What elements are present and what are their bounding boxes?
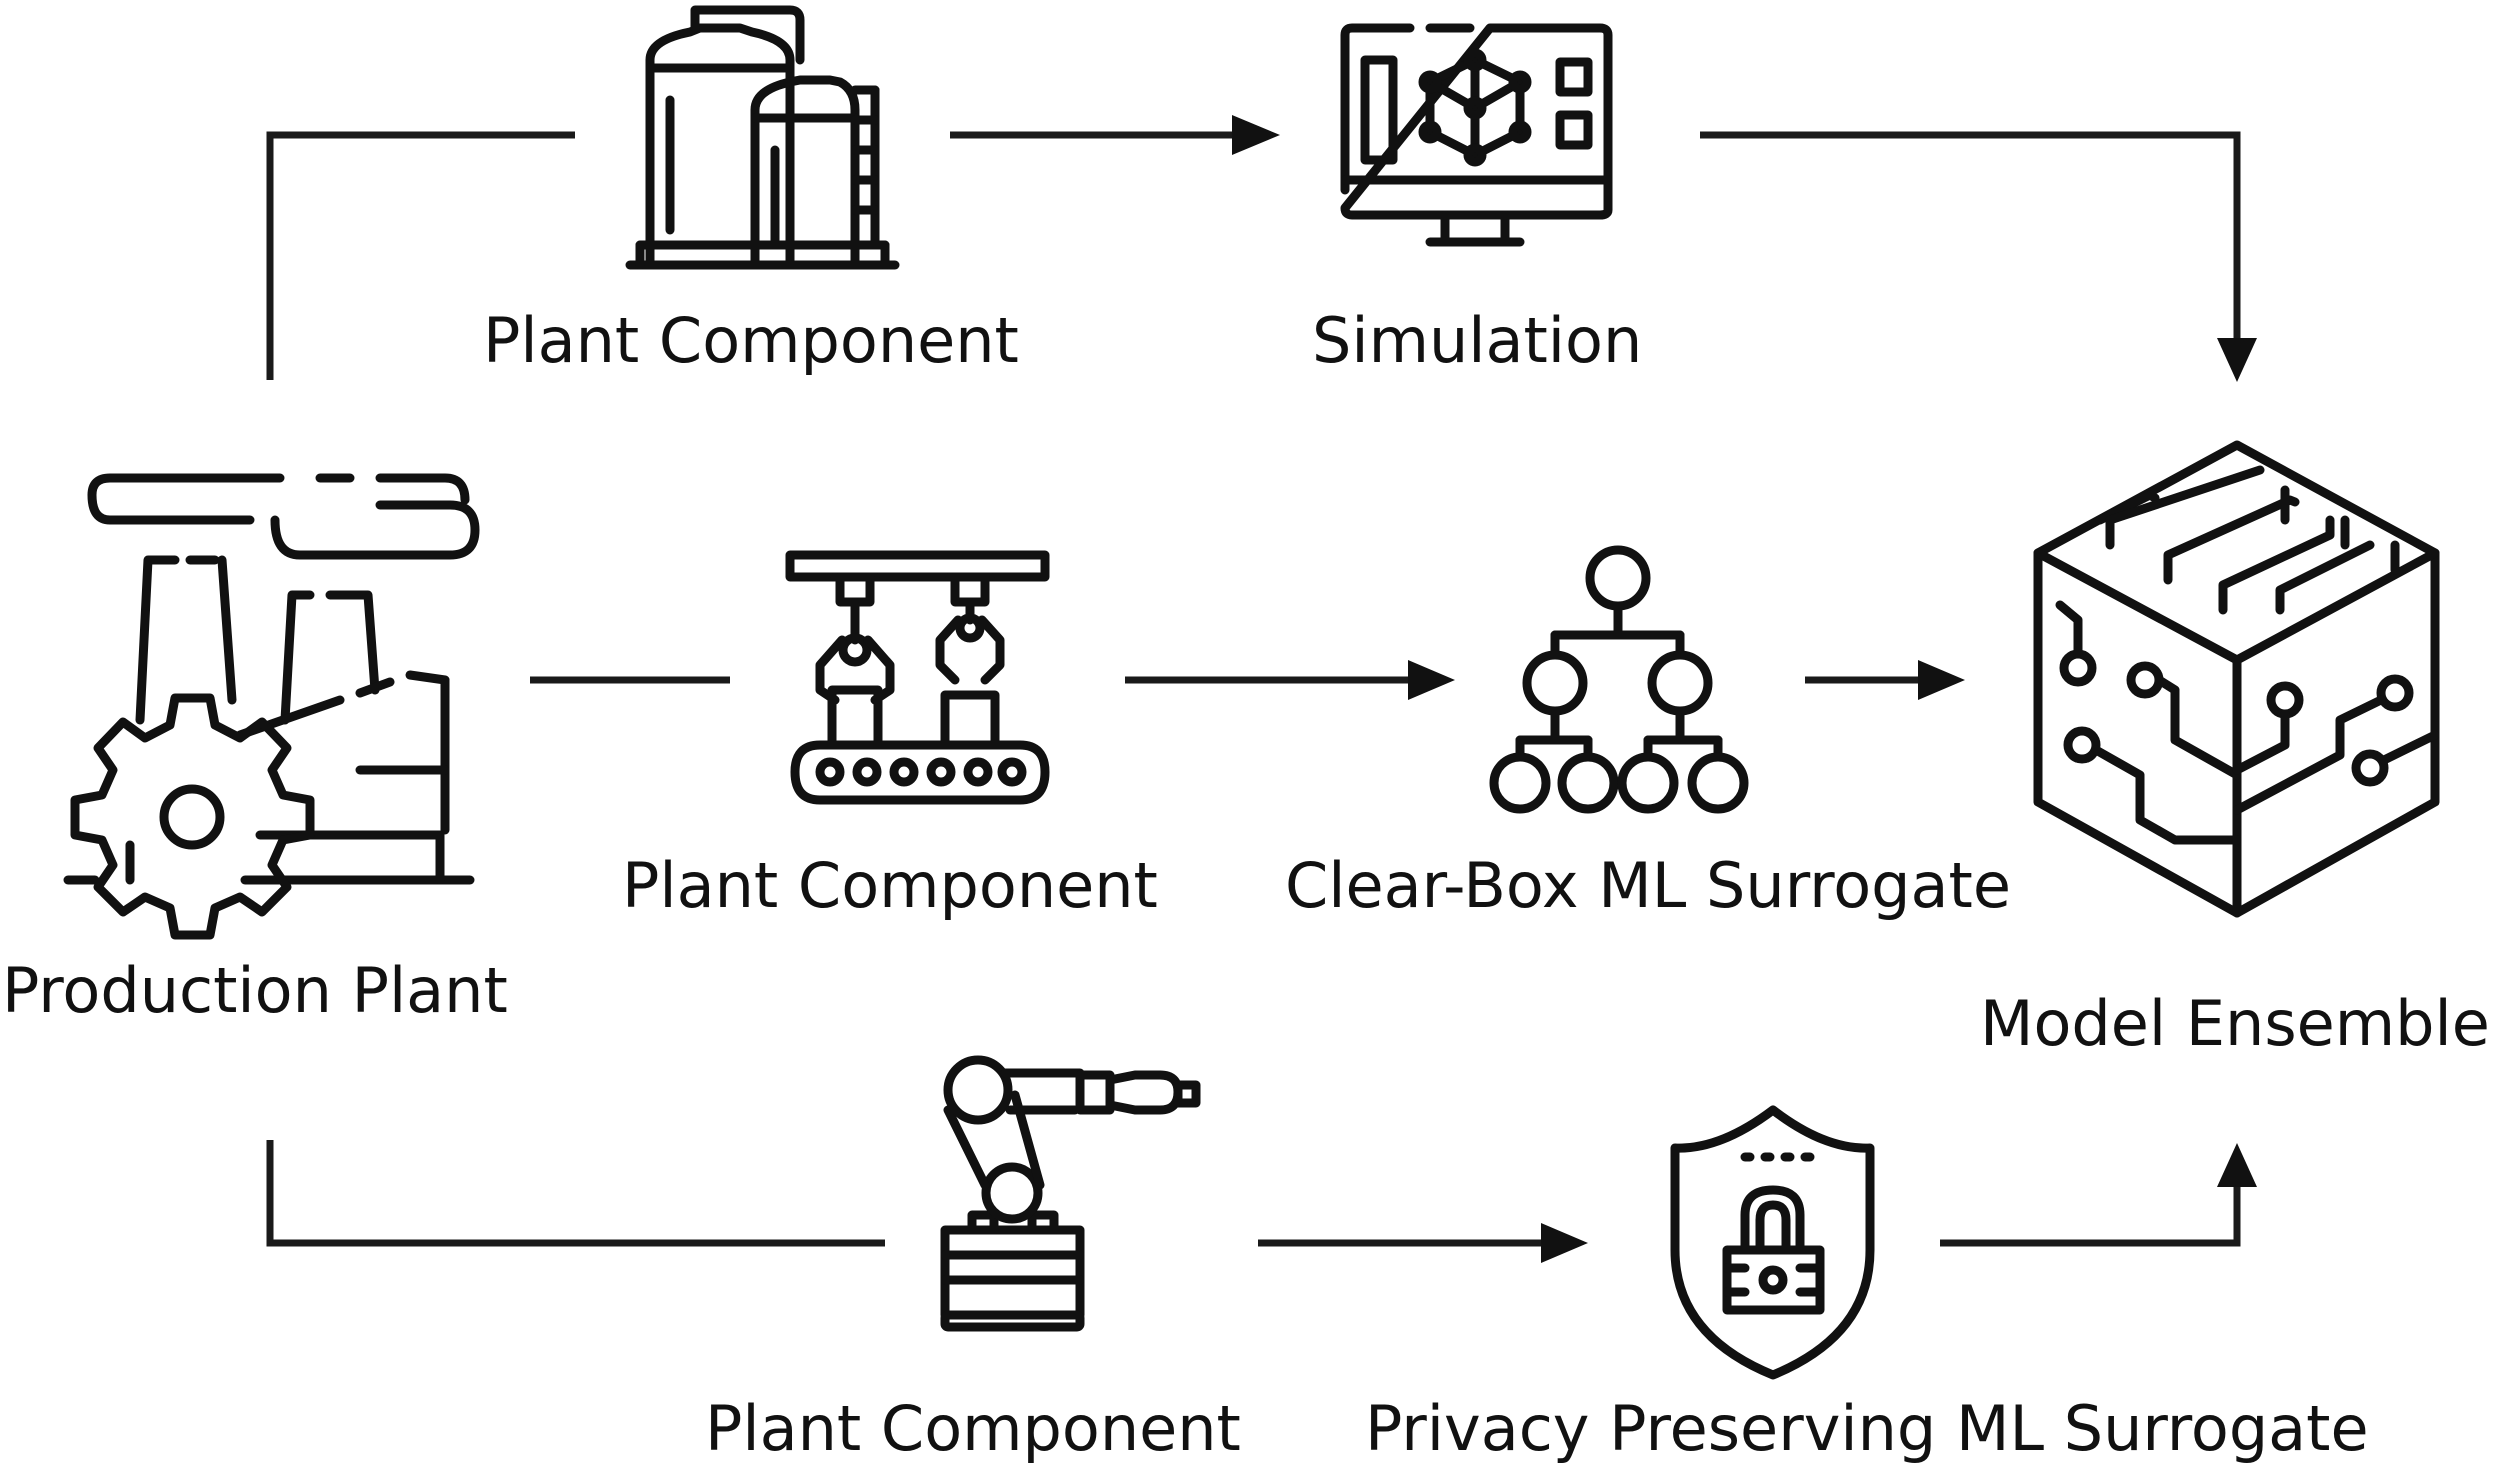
- label-model-ensemble: Model Ensemble: [1980, 987, 2490, 1060]
- edge-plant-to-bottom-component: [266, 1140, 885, 1247]
- label-plant-component-mid: Plant Component: [622, 849, 1158, 922]
- shield-lock-icon: [1670, 1105, 1875, 1380]
- conveyor-robot-icon: [785, 550, 1050, 805]
- storage-tanks-icon: [625, 5, 900, 270]
- connectors: [266, 115, 2257, 1263]
- arrowhead-ensemble-mid: [1918, 660, 1965, 700]
- label-production-plant: Production Plant: [2, 954, 508, 1027]
- arrowhead-privacy: [1541, 1223, 1588, 1263]
- factory-icon: [63, 473, 480, 940]
- edge-simulation-to-ensemble: [1700, 131, 2241, 340]
- label-plant-component-top: Plant Component: [483, 304, 1019, 377]
- arrowhead-ensemble-bottom: [2217, 1143, 2257, 1187]
- edge-plant-to-top-component: [266, 131, 575, 380]
- label-plant-component-bottom: Plant Component: [705, 1392, 1241, 1465]
- label-privacy-surrogate: Privacy Preserving ML Surrogate: [1365, 1392, 2369, 1465]
- circuit-cube-icon: [2033, 440, 2440, 918]
- edge-privacy-to-ensemble: [1940, 1185, 2241, 1247]
- label-simulation: Simulation: [1312, 304, 1643, 377]
- robot-arm-icon: [940, 1055, 1201, 1332]
- label-clear-box-surrogate: Clear-Box ML Surrogate: [1285, 849, 2011, 922]
- arrowhead-simulation: [1232, 115, 1280, 155]
- arrowhead-ensemble-top: [2217, 338, 2257, 382]
- arrowhead-clear-box: [1408, 660, 1455, 700]
- monitor-simulation-icon: [1340, 23, 1613, 247]
- decision-tree-icon: [1489, 545, 1749, 814]
